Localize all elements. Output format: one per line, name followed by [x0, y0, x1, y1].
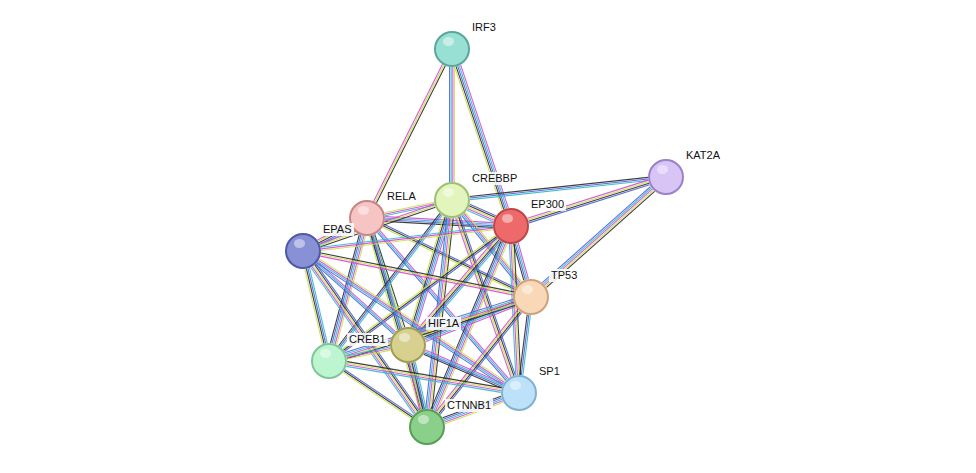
- protein-node: RELA: [349, 200, 385, 236]
- edge-strand: [459, 66, 507, 209]
- protein-node: TP53: [513, 279, 549, 315]
- protein-label: IRF3: [470, 21, 498, 34]
- edge-strand: [347, 304, 515, 357]
- node-highlight: [657, 165, 668, 173]
- edge-strand: [409, 363, 420, 410]
- protein-node: CTNNB1: [409, 409, 445, 445]
- edge-strand: [346, 301, 514, 354]
- node-highlight: [399, 333, 410, 341]
- edge-strand: [374, 64, 443, 201]
- edge-strand: [345, 370, 413, 416]
- edge-strand: [443, 398, 501, 420]
- edge-strand: [343, 372, 411, 418]
- protein-node: SP1: [501, 375, 537, 411]
- edge-strand: [315, 265, 418, 412]
- edge-strand: [449, 67, 450, 182]
- protein-node: HIF1A: [390, 327, 426, 363]
- edge-strand: [344, 371, 412, 417]
- edge-strand: [346, 347, 390, 356]
- node-highlight: [502, 214, 513, 222]
- edge-strand: [511, 244, 517, 375]
- protein-label: EP300: [529, 198, 566, 211]
- interaction-edge: [443, 396, 503, 424]
- node-highlight: [418, 415, 429, 423]
- edge-strand: [321, 255, 514, 294]
- edge-strand: [452, 67, 453, 182]
- edge-strand: [346, 366, 501, 392]
- edge-strand: [444, 399, 502, 421]
- interaction-edge: [311, 264, 419, 414]
- interaction-edge: [346, 362, 501, 393]
- edge-strand: [375, 65, 444, 202]
- edge-strand: [345, 299, 513, 352]
- interaction-edge: [343, 370, 413, 419]
- edge-strand: [468, 209, 494, 220]
- edge-strand: [528, 182, 649, 220]
- protein-label: HIF1A: [426, 317, 461, 330]
- edge-strand: [509, 244, 515, 375]
- edge-strand: [346, 302, 514, 355]
- interaction-edge: [520, 315, 531, 376]
- interaction-edge: [467, 204, 496, 221]
- edge-strand: [347, 349, 391, 358]
- protein-node: IRF3: [434, 31, 470, 67]
- node-highlight: [510, 381, 521, 389]
- edge-strand: [528, 183, 649, 221]
- interaction-edge: [305, 268, 327, 344]
- interaction-edge: [409, 362, 426, 410]
- edge-strand: [521, 315, 529, 375]
- interaction-edge: [320, 253, 513, 295]
- interaction-edge: [374, 64, 446, 202]
- protein-label: CREB1: [347, 333, 388, 346]
- node-highlight: [522, 285, 533, 293]
- edge-strand: [443, 396, 501, 418]
- protein-label: EPAS: [321, 223, 354, 236]
- edge-strand: [347, 362, 502, 388]
- edge-strand: [347, 363, 502, 389]
- protein-node: EPAS: [285, 233, 321, 269]
- node-highlight: [358, 206, 369, 214]
- edge-strand: [515, 244, 525, 280]
- edge-strand: [320, 256, 513, 295]
- protein-label: CTNNB1: [445, 399, 493, 412]
- protein-node: CREB1: [311, 343, 347, 379]
- protein-label: SP1: [537, 365, 562, 378]
- edge-strand: [411, 363, 422, 410]
- protein-label: KAT2A: [684, 149, 722, 162]
- interaction-edge: [346, 347, 390, 359]
- node-highlight: [294, 239, 305, 247]
- edge-strand: [347, 305, 515, 358]
- protein-node: CREBBP: [434, 182, 470, 218]
- edge-strand: [321, 253, 514, 292]
- edge-strand: [454, 67, 455, 182]
- interaction-edge: [527, 180, 649, 223]
- interaction-edge: [450, 67, 455, 182]
- protein-label: CREBBP: [470, 172, 519, 185]
- protein-node: KAT2A: [648, 159, 684, 195]
- edge-strand: [520, 315, 528, 375]
- node-highlight: [443, 37, 454, 45]
- edge-strand: [523, 315, 531, 375]
- edge-strand: [451, 67, 452, 182]
- edge-strand: [426, 307, 515, 342]
- node-highlight: [443, 188, 454, 196]
- protein-label: TP53: [549, 269, 579, 282]
- edge-strand: [313, 266, 416, 413]
- interaction-edge: [345, 299, 515, 358]
- interaction-edge: [385, 217, 493, 228]
- protein-label: RELA: [385, 190, 418, 203]
- edge-strand: [461, 65, 509, 208]
- edge-strand: [347, 365, 502, 391]
- edge-strand: [377, 66, 446, 203]
- protein-node: EP300: [493, 208, 529, 244]
- node-highlight: [320, 349, 331, 357]
